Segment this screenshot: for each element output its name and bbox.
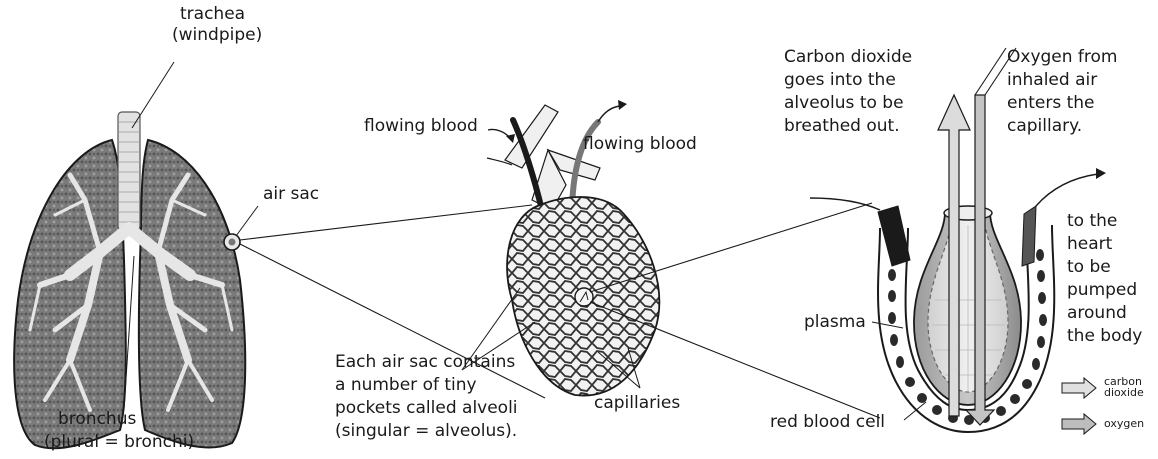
left-lung: [14, 140, 126, 448]
label-to-heart-line6: the body: [1067, 326, 1142, 347]
label-alveoli-note-line2: a number of tiny: [335, 375, 477, 396]
label-air-sac: air sac: [263, 184, 319, 205]
label-alveoli-note-line3: pockets called alveoli: [335, 398, 518, 419]
label-bronchus-line1: bronchus: [58, 409, 136, 430]
legend-co2-label-line2: dioxide: [1104, 387, 1144, 398]
label-co2-note-line4: breathed out.: [784, 116, 900, 137]
label-o2-note-line1: Oxygen from: [1007, 47, 1118, 68]
legend-o2-arrow: [1062, 414, 1096, 434]
label-bronchus-line2: (plural = bronchi): [44, 432, 194, 453]
label-flowing-blood-out: flowing blood: [583, 134, 697, 155]
label-o2-note-line3: enters the: [1007, 93, 1095, 114]
label-to-heart-line1: to the: [1067, 211, 1117, 232]
label-alveoli-note-line4: (singular = alveolus).: [335, 421, 517, 442]
label-co2-note-line3: alveolus to be: [784, 93, 904, 114]
trachea: [118, 112, 140, 230]
label-to-heart-line2: heart: [1067, 234, 1112, 255]
label-o2-note-line2: inhaled air: [1007, 70, 1097, 91]
air-sac-leader: [236, 206, 258, 236]
label-alveoli-note-line1: Each air sac contains: [335, 352, 515, 373]
right-lung: [139, 140, 245, 447]
label-trachea-line2: (windpipe): [172, 25, 262, 46]
legend-co2-arrow: [1062, 378, 1096, 398]
zoom-line-top: [240, 205, 532, 240]
label-to-heart-line4: pumped: [1067, 280, 1137, 301]
label-to-heart-line5: around: [1067, 303, 1127, 324]
label-trachea-line1: trachea: [180, 4, 245, 25]
label-co2-note-line1: Carbon dioxide: [784, 47, 912, 68]
trachea-leader: [132, 62, 174, 128]
label-plasma: plasma: [804, 312, 866, 333]
label-red-blood-cell: red blood cell: [770, 412, 885, 433]
label-flowing-blood-in: flowing blood: [364, 116, 478, 137]
legend-o2-label: oxygen: [1104, 418, 1144, 429]
label-co2-note-line2: goes into the: [784, 70, 896, 91]
label-capillaries: capillaries: [594, 393, 680, 414]
label-o2-note-line4: capillary.: [1007, 116, 1082, 137]
label-to-heart-line3: to be: [1067, 257, 1111, 278]
